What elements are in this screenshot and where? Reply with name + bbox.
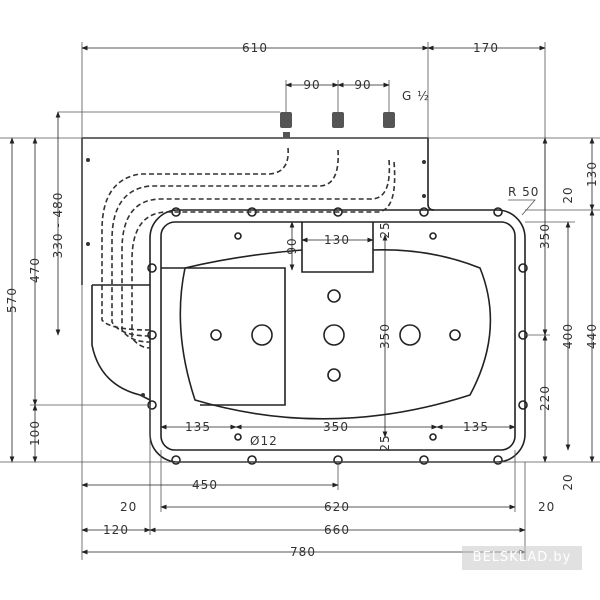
dim-diameter: Ø12	[250, 434, 278, 448]
dim-170: 170	[473, 41, 499, 55]
dim-350-right: 350	[538, 223, 552, 249]
dim-inner-130: 130	[324, 233, 350, 247]
dimension-labels: 610 170 90 90 G ½ 570 470 330 - 480 100 …	[5, 41, 599, 559]
dim-120: 120	[103, 523, 129, 537]
dim-20-right: 20	[538, 500, 555, 514]
dim-620: 620	[324, 500, 350, 514]
dim-20-top: 20	[561, 186, 575, 203]
dim-660: 660	[324, 523, 350, 537]
dim-inner-135-left: 135	[185, 420, 211, 434]
seat-left	[161, 267, 286, 406]
r50-leader	[508, 199, 536, 216]
dim-570: 570	[5, 287, 19, 313]
dim-470: 470	[28, 257, 42, 283]
extension-lines	[0, 42, 600, 560]
tub-inner	[160, 221, 516, 451]
dim-130: 130	[585, 161, 599, 187]
dim-330-480: 330 - 480	[51, 192, 65, 259]
dim-inner-135-right: 135	[463, 420, 489, 434]
dim-90-b: 90	[354, 78, 371, 92]
jets	[210, 232, 461, 441]
seat-top	[301, 222, 374, 273]
dim-inner-350-v: 350	[378, 323, 392, 349]
dim-inner-25-top: 25	[378, 221, 392, 238]
basin-shape	[179, 249, 492, 420]
dimension-lines	[9, 45, 595, 555]
dim-thread: G ½	[402, 89, 430, 103]
dim-90-a: 90	[303, 78, 320, 92]
dim-20-bottom: 20	[561, 473, 575, 490]
watermark: BELSKLAD.by	[462, 546, 582, 570]
dim-inner-25-bottom: 25	[378, 434, 392, 451]
valve-fittings	[280, 112, 395, 138]
dim-inner-90: 90	[285, 237, 299, 254]
pipes	[101, 147, 396, 349]
dim-780: 780	[290, 545, 316, 559]
plate-left-section	[91, 284, 151, 401]
dim-450: 450	[192, 478, 218, 492]
dim-100: 100	[28, 420, 42, 446]
dim-400: 400	[561, 323, 575, 349]
dim-440: 440	[585, 323, 599, 349]
dim-220: 220	[538, 385, 552, 411]
dim-610: 610	[242, 41, 268, 55]
dim-20-left: 20	[120, 500, 137, 514]
dim-r50: R 50	[508, 185, 539, 199]
dim-inner-350-h: 350	[323, 420, 349, 434]
